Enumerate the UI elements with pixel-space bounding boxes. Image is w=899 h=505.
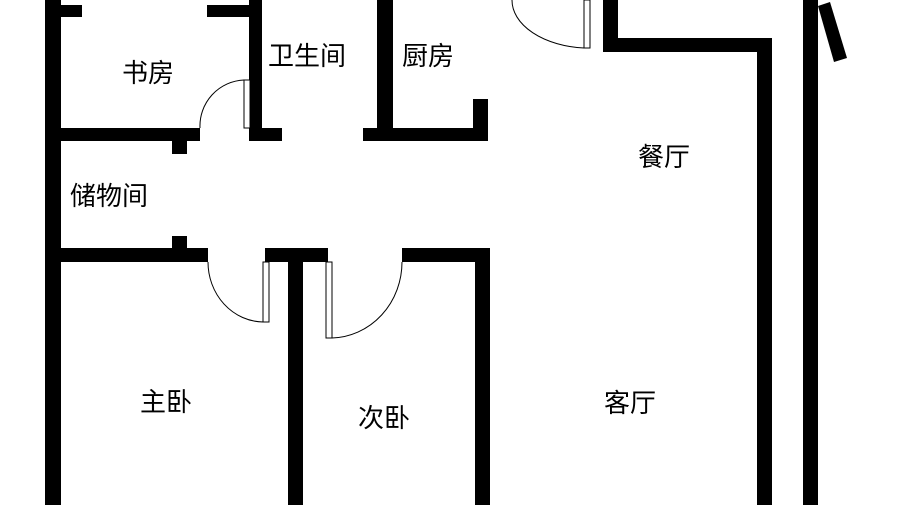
door-study: [199, 79, 251, 129]
door-master-bedroom: [207, 261, 270, 323]
door-study-leaf: [243, 79, 251, 129]
doors: [199, 0, 591, 339]
wall-right-inner: [757, 38, 772, 505]
room-label-dining: 餐厅: [638, 143, 690, 173]
door-master-bedroom-swing: [207, 261, 264, 323]
wall-second-bedroom-right: [475, 248, 490, 505]
wall-corridor-right: [402, 248, 490, 262]
room-labels: 书房 卫生间 厨房 储物间 餐厅 主卧 次卧 客厅: [70, 42, 690, 434]
door-second-bedroom: [325, 261, 403, 339]
room-label-living-room: 客厅: [604, 389, 656, 419]
door-entrance-leaf: [583, 0, 591, 49]
room-label-kitchen: 厨房: [402, 42, 454, 72]
wall-right-outer: [803, 0, 818, 505]
wall-study-bath-divider: [249, 0, 262, 140]
wall-bath-bottom: [249, 128, 282, 141]
wall-top-stub-left: [60, 5, 82, 17]
wall-top-stub-study: [207, 5, 251, 17]
wall-kitchen-left: [377, 0, 393, 141]
wall-bedroom-divider: [288, 248, 303, 505]
wall-kitchen-right-stub: [473, 99, 488, 141]
room-label-storage: 储物间: [70, 182, 148, 212]
door-entrance-swing: [511, 0, 585, 49]
room-label-second-bedroom: 次卧: [358, 404, 410, 434]
wall-storage-stub-upper: [172, 140, 187, 154]
room-label-bathroom: 卫生间: [268, 42, 346, 72]
wall-storage-stub-lower: [172, 236, 187, 250]
room-label-study: 书房: [122, 59, 174, 89]
walls: [45, 0, 847, 505]
wall-kitchen-bottom: [363, 128, 488, 141]
door-entrance: [511, 0, 591, 49]
room-label-master-bedroom: 主卧: [140, 388, 192, 418]
wall-right-diagonal: [818, 2, 847, 62]
door-second-bedroom-leaf: [325, 261, 333, 339]
wall-left-outer: [45, 0, 61, 505]
door-study-swing: [199, 79, 245, 129]
door-second-bedroom-swing: [331, 261, 403, 339]
wall-study-bottom: [60, 128, 200, 141]
door-master-bedroom-leaf: [262, 261, 270, 323]
wall-storage-bottom: [60, 248, 208, 262]
wall-dining-top: [603, 38, 772, 52]
